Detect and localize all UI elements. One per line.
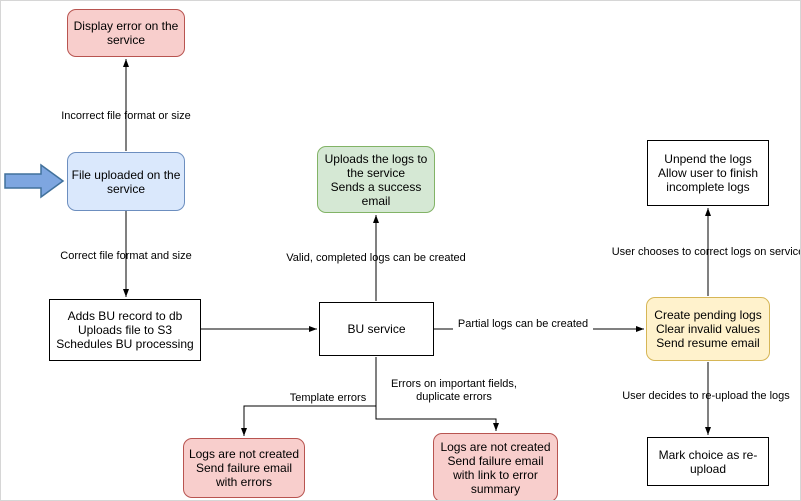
- edge-label-incorrect-format: Incorrect file format or size: [61, 110, 191, 122]
- node-create-pending-logs: Create pending logs Clear invalid values…: [646, 297, 770, 361]
- entry-pointer-arrow-icon: [4, 163, 65, 199]
- node-display-error: Display error on the service: [67, 9, 185, 57]
- edge-label-user-correct: User chooses to correct logs on service: [611, 246, 801, 258]
- edge-label-template-errors: Template errors: [289, 392, 367, 404]
- node-bu-service: BU service: [319, 302, 434, 356]
- node-file-uploaded: File uploaded on the service: [67, 152, 185, 211]
- edge-label-partial-logs: Partial logs can be created: [453, 318, 593, 331]
- node-mark-choice-reupload: Mark choice as re-upload: [647, 437, 769, 486]
- node-logs-not-created-fields: Logs are not created Send failure email …: [433, 433, 558, 500]
- edge-label-field-errors: Errors on important fields, duplicate er…: [391, 378, 517, 403]
- node-adds-bu-record: Adds BU record to db Uploads file to S3 …: [49, 299, 201, 361]
- edge-label-correct-format: Correct file format and size: [60, 250, 192, 262]
- edge-label-user-reupload: User decides to re-upload the logs: [622, 390, 790, 402]
- node-unpend-logs: Unpend the logs Allow user to finish inc…: [647, 140, 769, 206]
- edge-label-valid-logs: Valid, completed logs can be created: [286, 252, 466, 264]
- node-uploads-logs-success: Uploads the logs to the service Sends a …: [317, 146, 435, 213]
- node-logs-not-created-template: Logs are not created Send failure email …: [183, 438, 305, 498]
